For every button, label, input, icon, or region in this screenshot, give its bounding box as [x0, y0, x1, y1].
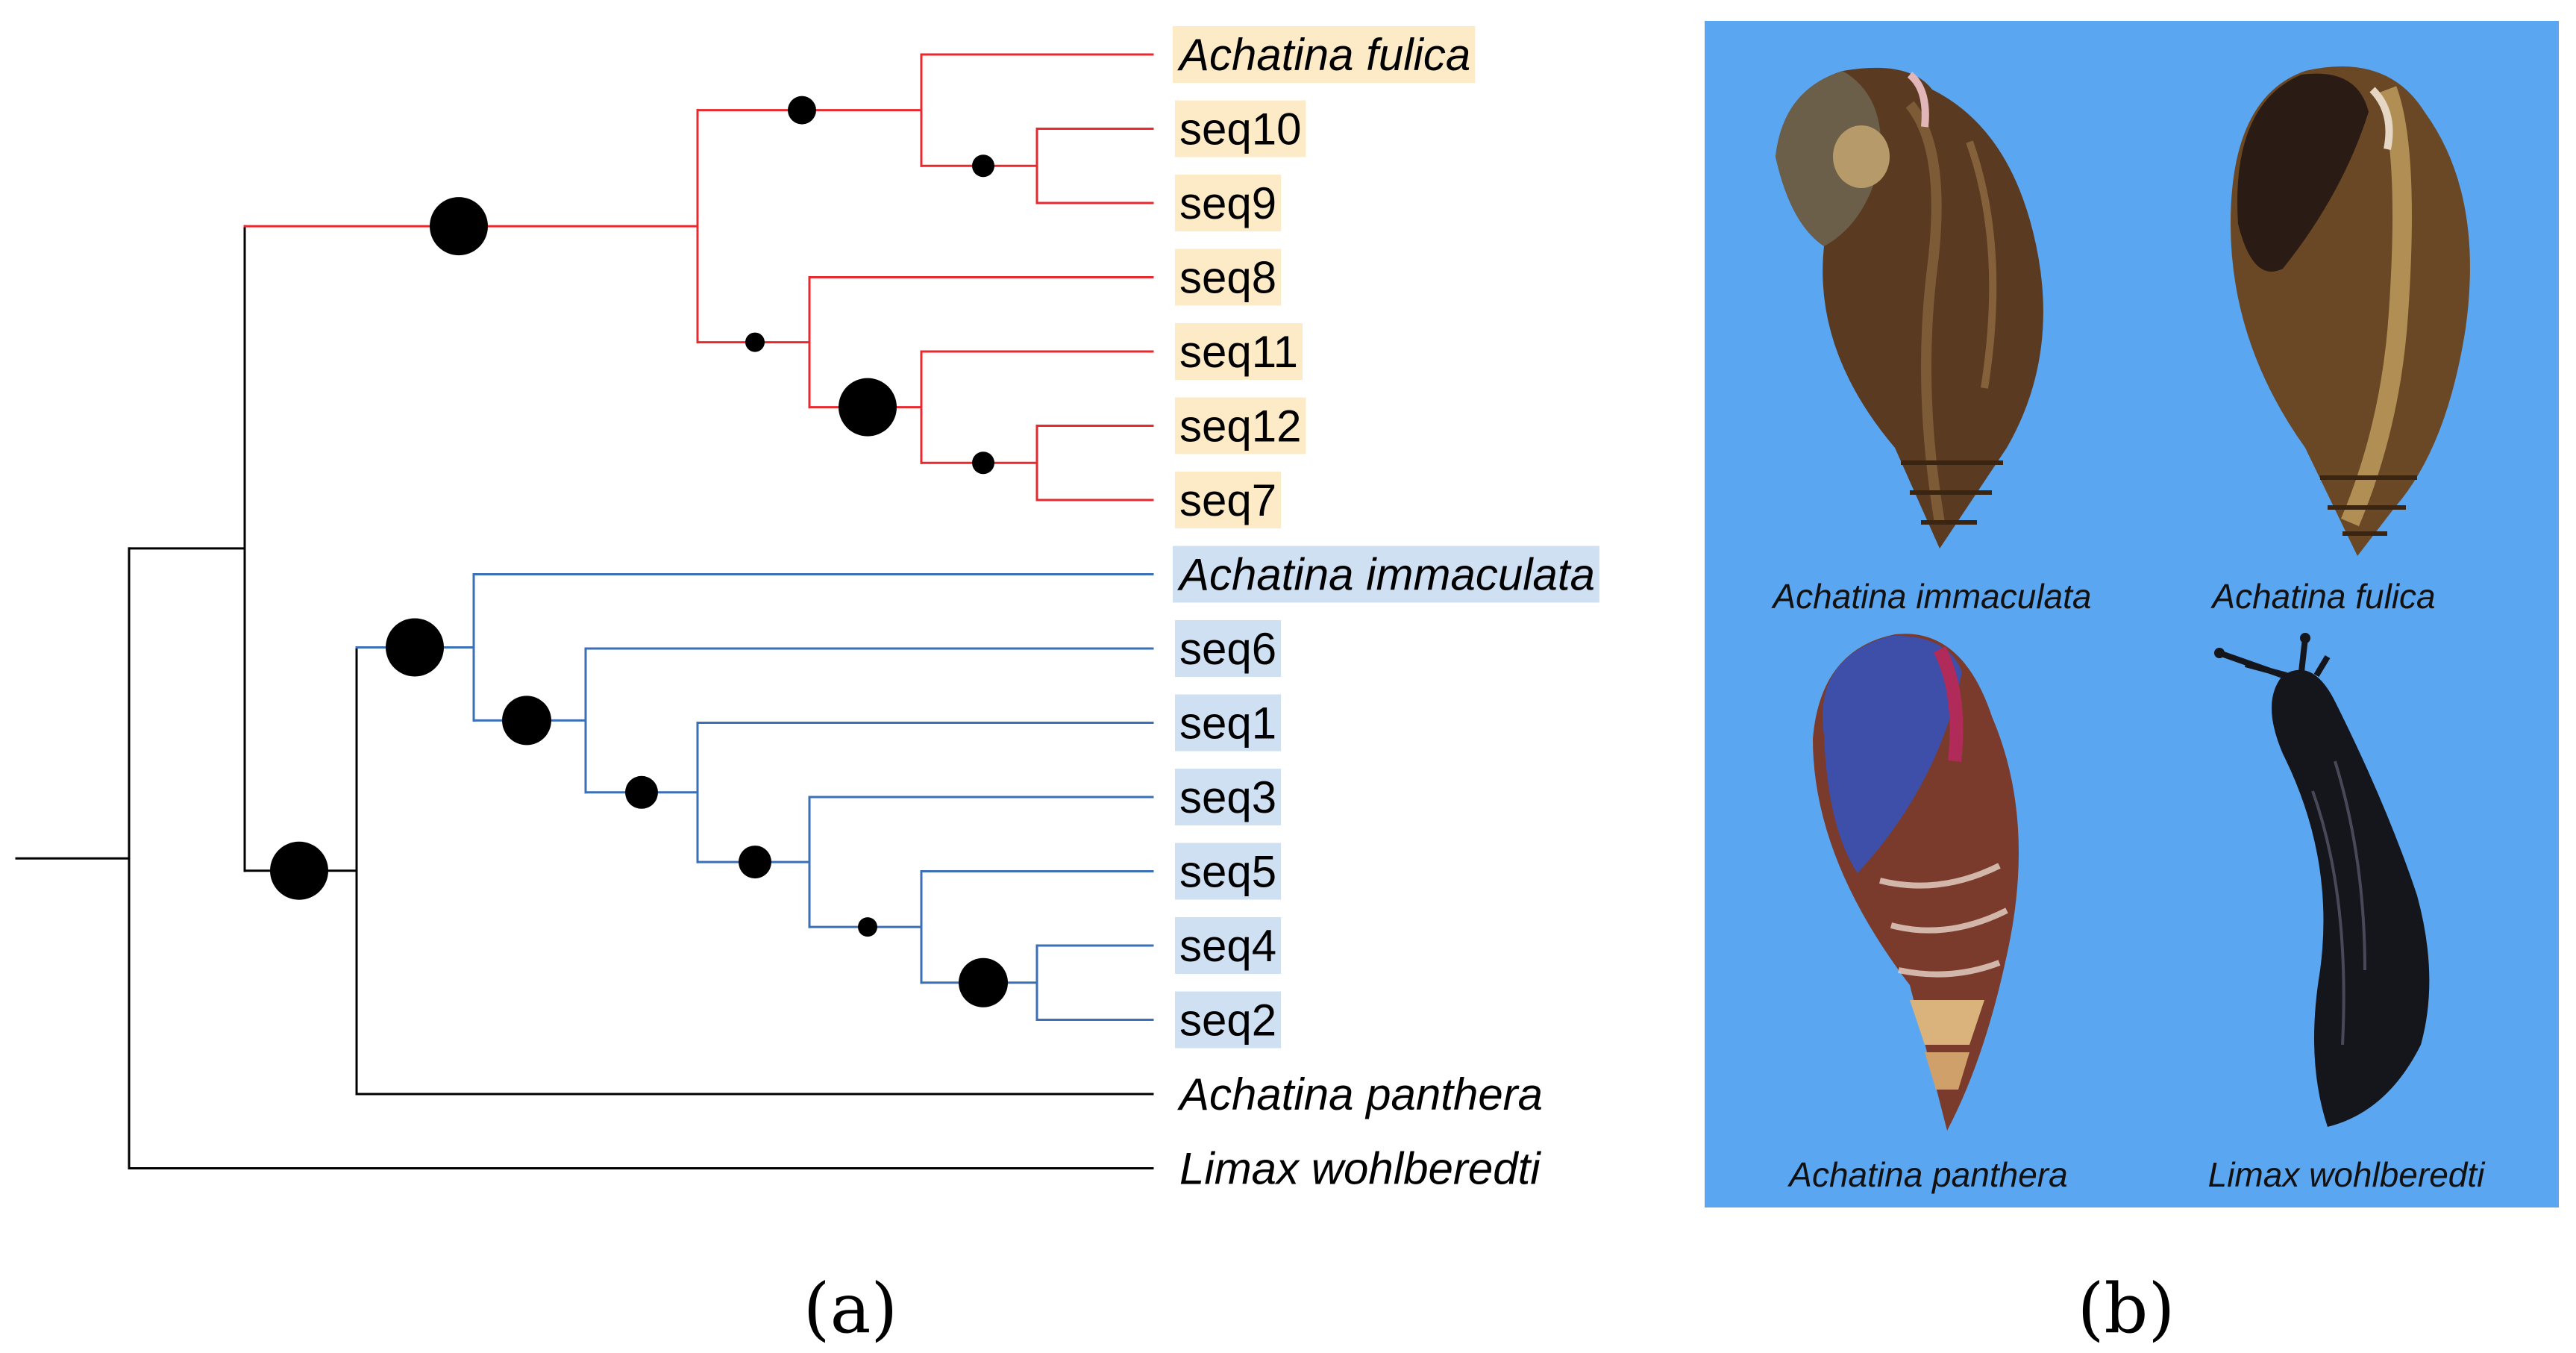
tip-highlight-seq12 — [1175, 397, 1306, 454]
tip-highlight-seq10 — [1175, 100, 1306, 157]
tip-highlight-seq2 — [1175, 991, 1282, 1049]
tip-label-seq9: seq9 — [1179, 178, 1276, 228]
tip-label-seq7: seq7 — [1179, 475, 1276, 525]
support-circle-n_red — [430, 197, 488, 256]
panel-b: Achatina immaculata Achatina fulica Acha… — [1705, 21, 2559, 1207]
support-circle-n_12_7 — [972, 451, 994, 475]
tip-highlight-seq5 — [1175, 843, 1282, 900]
phylogenetic-tree: Achatina fulica seq10 seq9 seq8 seq11 seq12 se… — [15, 26, 1599, 1194]
tip-label-seq6: seq6 — [1179, 624, 1276, 674]
tip-highlight-aimmaculata — [1173, 546, 1599, 603]
support-circle-n_4_2 — [959, 957, 1008, 1007]
support-circle-n_5 — [858, 917, 877, 937]
tip-highlight-seq8 — [1175, 249, 1282, 306]
tip-label-seq5: seq5 — [1179, 847, 1276, 897]
tip-label-seq10: seq10 — [1179, 104, 1301, 154]
caption-limax-wohlberedti: Limax wohlberedti — [2208, 1155, 2486, 1194]
support-circle-n_blue — [386, 618, 444, 677]
achatina-panthera-photo — [1813, 634, 2019, 1131]
tip-label-apanthera: Achatina panthera — [1177, 1069, 1543, 1119]
tip-highlight-seq7 — [1175, 472, 1282, 528]
tip-highlight-seq9 — [1175, 175, 1282, 231]
tip-highlight-seq11 — [1175, 323, 1303, 380]
achatina-immaculata-photo — [1776, 67, 2043, 549]
tip-highlight-seq1 — [1175, 694, 1282, 752]
support-circle-n_fu10 — [788, 96, 816, 125]
support-circle-n_pan — [270, 841, 328, 900]
support-circle-n_3 — [739, 846, 771, 879]
tip-highlight-seq6 — [1175, 620, 1282, 677]
support-circle-n_10_9 — [972, 154, 994, 178]
caption-achatina-panthera: Achatina panthera — [1787, 1155, 2067, 1194]
tip-label-afulica: Achatina fulica — [1177, 30, 1470, 80]
achatina-fulica-photo — [2231, 66, 2470, 557]
support-circle-n_8 — [745, 332, 765, 352]
panel-a-label: (a) — [803, 1269, 898, 1349]
limax-wohlberedti-photo — [2214, 633, 2430, 1127]
tip-label-seq4: seq4 — [1179, 921, 1276, 971]
tip-highlight-afulica — [1173, 26, 1476, 83]
caption-achatina-immaculata: Achatina immaculata — [1771, 577, 2092, 616]
support-circle-n_1 — [625, 775, 658, 809]
support-circle-n_11 — [839, 378, 897, 437]
tip-label-seq12: seq12 — [1179, 401, 1301, 451]
tip-label-seq8: seq8 — [1179, 253, 1276, 303]
tip-label-seq3: seq3 — [1179, 772, 1276, 822]
tip-highlight-seq3 — [1175, 769, 1282, 825]
support-circle-n_6 — [502, 696, 551, 746]
tip-label-aimmaculata: Achatina immaculata — [1177, 550, 1595, 600]
tip-highlight-seq4 — [1175, 917, 1282, 974]
tip-label-seq11: seq11 — [1179, 327, 1298, 377]
tip-label-seq1: seq1 — [1179, 699, 1276, 749]
panel-b-label: (b) — [2078, 1269, 2175, 1349]
caption-achatina-fulica: Achatina fulica — [2210, 577, 2435, 616]
tip-label-limax: Limax wohlberedti — [1179, 1144, 1541, 1194]
tip-label-seq2: seq2 — [1179, 996, 1276, 1046]
